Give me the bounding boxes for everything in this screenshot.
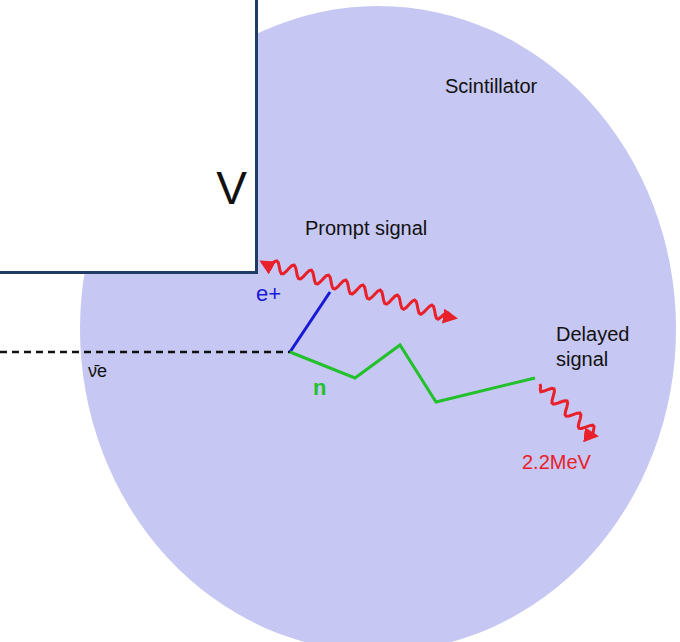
text-panel: V [0, 0, 258, 274]
panel-text: V [216, 161, 247, 216]
particle-label: e+ [256, 280, 281, 308]
particle-label: ν̄e [88, 360, 107, 383]
signal-label: Delayed signal [556, 322, 648, 372]
scintillator-ellipse [80, 6, 676, 642]
neutron-track [290, 345, 535, 402]
antineutrino-track [0, 351, 290, 354]
volume-label: Scintillator [445, 74, 537, 98]
delayed-gamma-wave [540, 384, 596, 436]
positron-track [290, 292, 330, 352]
prompt-gamma-wave [262, 261, 455, 319]
energy-label: 2.2MeV [522, 450, 591, 475]
particle-label: n [313, 374, 326, 402]
signal-label: Prompt signal [305, 216, 427, 241]
